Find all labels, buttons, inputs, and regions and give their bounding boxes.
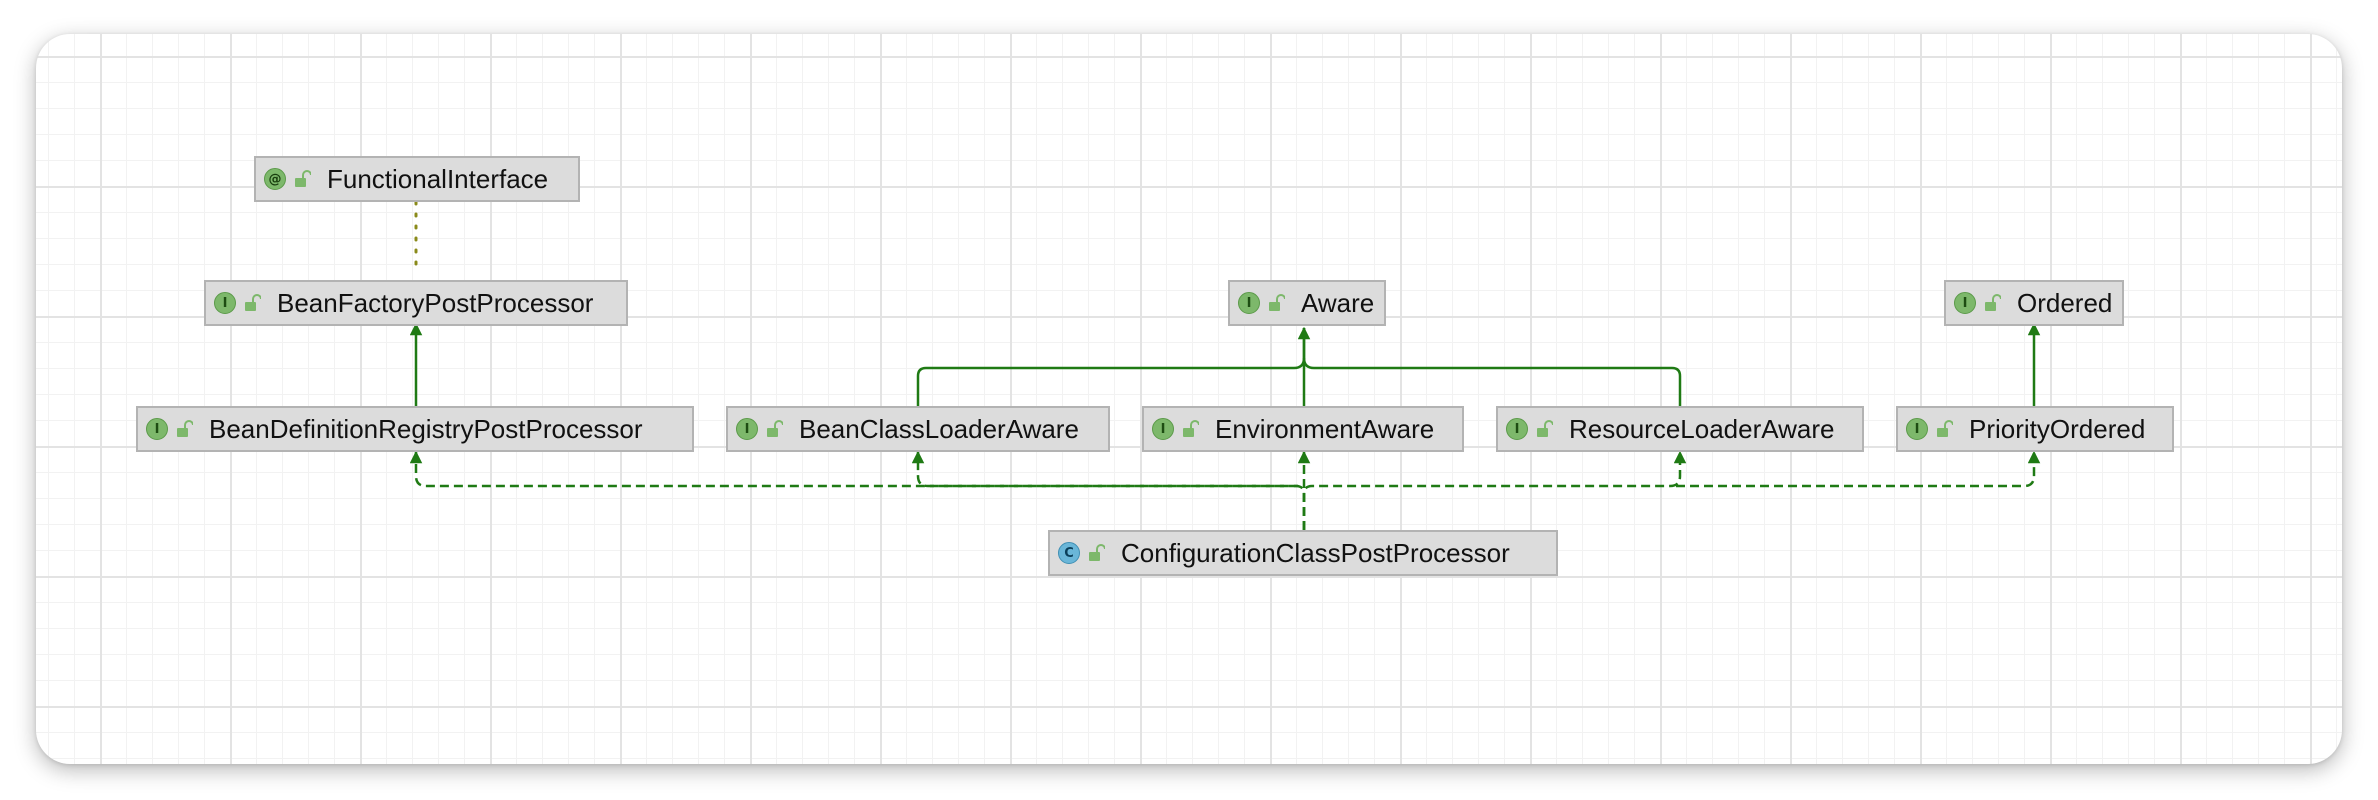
interface-icon: I — [1506, 418, 1528, 440]
node-environment-aware[interactable]: I EnvironmentAware — [1142, 406, 1464, 452]
node-label: Aware — [1301, 287, 1375, 318]
annotation-icon: @ — [264, 168, 286, 190]
node-label: BeanDefinitionRegistryPostProcessor — [209, 413, 643, 444]
interface-icon: I — [1954, 292, 1976, 314]
node-resource-loader-aware[interactable]: I ResourceLoaderAware — [1496, 406, 1864, 452]
interface-icon: I — [1238, 292, 1260, 314]
node-bean-definition-registry-post-processor[interactable]: I BeanDefinitionRegistryPostProcessor — [136, 406, 694, 452]
node-label: ConfigurationClassPostProcessor — [1121, 537, 1510, 568]
node-label: BeanFactoryPostProcessor — [277, 287, 594, 318]
node-bean-factory-post-processor[interactable]: I BeanFactoryPostProcessor — [204, 280, 628, 326]
edge-implements-bean-class-loader-aware — [911, 450, 1298, 488]
node-priority-ordered[interactable]: I PriorityOrdered — [1896, 406, 2174, 452]
node-label: PriorityOrdered — [1969, 413, 2146, 444]
interface-icon: I — [1906, 418, 1928, 440]
node-label: BeanClassLoaderAware — [799, 413, 1079, 444]
node-ordered[interactable]: I Ordered — [1944, 280, 2124, 326]
node-label: EnvironmentAware — [1215, 413, 1435, 444]
edge-extends-aware-from-bean-class-loader-aware — [916, 326, 1311, 406]
node-label: Ordered — [2017, 287, 2113, 318]
node-aware[interactable]: I Aware — [1228, 280, 1386, 326]
class-icon: C — [1058, 542, 1080, 564]
edge-implements-priority-ordered — [1676, 450, 2041, 488]
edge-extends-aware-from-resource-loader-aware — [1302, 357, 1682, 406]
node-label: FunctionalInterface — [327, 163, 549, 194]
unlock-icon — [1089, 544, 1105, 561]
unlock-icon — [1985, 294, 2001, 311]
edge-implements-bean-definition-registry-post-processor — [409, 450, 1306, 530]
edge-implements-resource-loader-aware — [1302, 450, 1687, 530]
unlock-icon — [1183, 420, 1199, 437]
node-label: ResourceLoaderAware — [1569, 413, 1835, 444]
unlock-icon — [177, 420, 193, 437]
interface-icon: I — [1152, 418, 1174, 440]
unlock-icon — [245, 294, 261, 311]
unlock-icon — [1537, 420, 1553, 437]
interface-icon: I — [736, 418, 758, 440]
edges-layer — [409, 200, 2041, 530]
interface-icon: I — [146, 418, 168, 440]
node-configuration-class-post-processor[interactable]: C ConfigurationClassPostProcessor — [1048, 530, 1558, 576]
unlock-icon — [1269, 294, 1285, 311]
interface-icon: I — [214, 292, 236, 314]
diagram-canvas: @ FunctionalInterface I BeanFactoryPostP… — [36, 34, 2342, 764]
unlock-icon — [767, 420, 783, 437]
node-functional-interface[interactable]: @ FunctionalInterface — [254, 156, 580, 202]
node-bean-class-loader-aware[interactable]: I BeanClassLoaderAware — [726, 406, 1110, 452]
unlock-icon — [295, 170, 311, 187]
unlock-icon — [1937, 420, 1953, 437]
